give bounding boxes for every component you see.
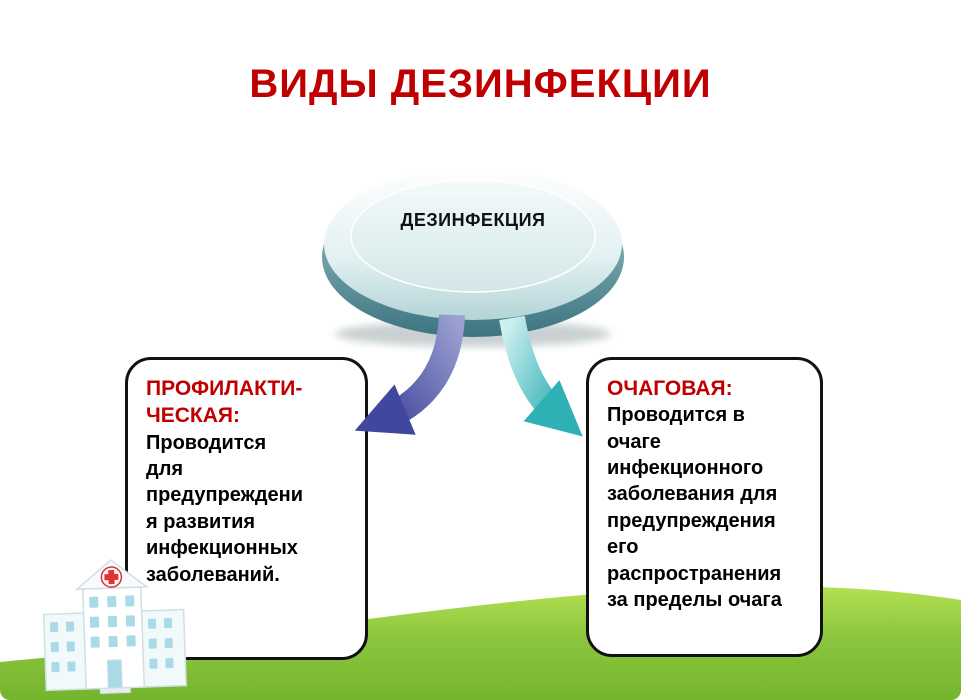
red-cross-icon xyxy=(100,566,123,588)
hospital-windows-right xyxy=(147,618,174,669)
disinfection-disc-icon xyxy=(322,168,624,347)
left-box-body: Проводится для предупреждени я развития … xyxy=(146,431,304,586)
left-box-heading: ПРОФИЛАКТИ- ЧЕСКАЯ: xyxy=(146,377,303,428)
right-box-heading: ОЧАГОВАЯ: xyxy=(607,377,733,400)
right-info-box: ОЧАГОВАЯ: Проводится в очаге инфекционно… xyxy=(586,357,823,657)
left-info-box: ПРОФИЛАКТИ- ЧЕСКАЯ: Проводится для преду… xyxy=(125,357,368,660)
disc-label: ДЕЗИНФЕКЦИЯ xyxy=(400,210,546,230)
hospital-windows-left xyxy=(49,621,76,673)
slide-title: ВИДЫ ДЕЗИНФЕКЦИИ xyxy=(249,62,712,106)
hospital-right-wing xyxy=(138,608,188,688)
hospital-building-icon xyxy=(42,559,188,695)
hospital-steps xyxy=(99,686,131,695)
hospital-windows-main xyxy=(89,595,136,648)
right-box-body: Проводится в очаге инфекционного заболев… xyxy=(607,404,782,612)
disc-plateau xyxy=(350,179,596,293)
hospital-door xyxy=(106,659,123,689)
